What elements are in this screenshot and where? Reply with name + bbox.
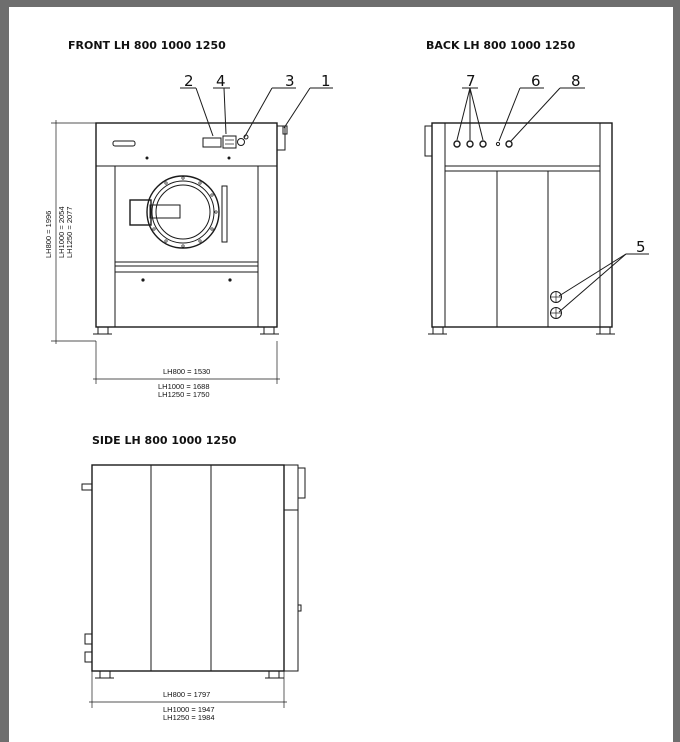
side-depth-lh800: LH800 = 1797 bbox=[163, 690, 210, 699]
front-callouts: 2 4 3 1 bbox=[180, 72, 333, 139]
front-main-switch bbox=[237, 138, 245, 146]
front-width-lh1250: LH1250 = 1750 bbox=[158, 390, 210, 399]
front-view: FRONT LH 800 1000 1250 bbox=[44, 39, 333, 399]
side-depth-lh1000: LH1000 = 1947 bbox=[163, 705, 215, 714]
front-width-lh1000: LH1000 = 1688 bbox=[158, 382, 210, 391]
front-width-lh800: LH800 = 1530 bbox=[163, 367, 210, 376]
drawing-sheet: FRONT LH 800 1000 1250 bbox=[9, 7, 673, 742]
callout-1: 1 bbox=[321, 72, 331, 90]
callout-3: 3 bbox=[285, 72, 295, 90]
side-front-panel bbox=[283, 464, 299, 672]
front-door-handle bbox=[221, 185, 228, 243]
front-height-lh800: LH800 = 1996 bbox=[44, 211, 53, 258]
side-rear-pipe bbox=[81, 483, 93, 491]
callout-5: 5 bbox=[636, 238, 646, 256]
front-height-dimension: LH800 = 1996 LH1000 = 2054 LH1250 = 2077 bbox=[44, 120, 96, 344]
front-width-dimension: LH800 = 1530 LH1000 = 1688 LH1250 = 1750 bbox=[93, 341, 280, 399]
back-connections bbox=[453, 140, 562, 319]
back-view: BACK LH 800 1000 1250 7 bbox=[424, 39, 649, 335]
front-machine-body bbox=[95, 122, 278, 328]
callout-8: 8 bbox=[571, 72, 581, 90]
front-door-hinge bbox=[129, 199, 152, 226]
side-machine-body bbox=[91, 464, 285, 672]
callout-6: 6 bbox=[531, 72, 541, 90]
front-keypad bbox=[222, 135, 237, 149]
front-side-box bbox=[276, 125, 286, 151]
front-door-bolts bbox=[152, 176, 218, 248]
callout-7: 7 bbox=[466, 72, 476, 90]
technical-drawing: FRONT LH 800 1000 1250 bbox=[44, 39, 649, 722]
back-side-box bbox=[424, 125, 433, 157]
back-callouts: 7 6 8 5 bbox=[456, 72, 649, 313]
side-depth-dimension: LH800 = 1797 LH1000 = 1947 LH1250 = 1984 bbox=[89, 671, 287, 722]
front-height-lh1000: LH1000 = 2054 bbox=[57, 206, 66, 258]
back-machine-body bbox=[431, 122, 613, 328]
back-view-title: BACK LH 800 1000 1250 bbox=[426, 39, 576, 52]
callout-4: 4 bbox=[216, 72, 226, 90]
front-display bbox=[202, 137, 222, 148]
front-door-ring bbox=[146, 175, 220, 249]
side-depth-lh1250: LH1250 = 1984 bbox=[163, 713, 215, 722]
side-control-box bbox=[297, 467, 306, 499]
front-view-title: FRONT LH 800 1000 1250 bbox=[68, 39, 226, 52]
front-height-lh1250: LH1250 = 2077 bbox=[65, 206, 74, 258]
side-view-title: SIDE LH 800 1000 1250 bbox=[92, 434, 237, 447]
callout-2: 2 bbox=[184, 72, 194, 90]
side-view: SIDE LH 800 1000 1250 LH800 = 1797 LH100… bbox=[81, 434, 306, 722]
front-handle-slot bbox=[112, 140, 136, 147]
